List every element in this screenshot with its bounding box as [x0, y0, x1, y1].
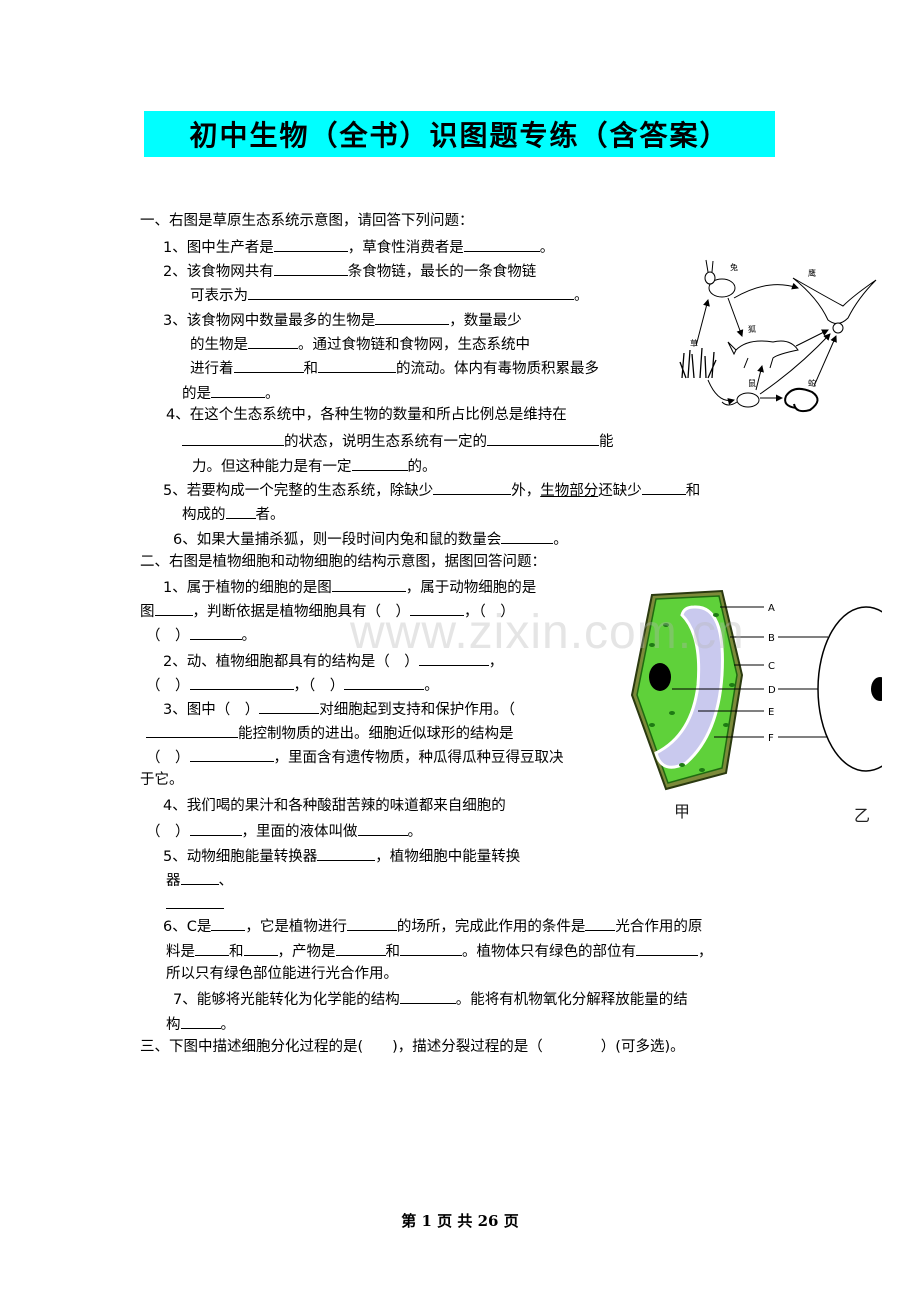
eagle-label: 鹰: [808, 268, 816, 278]
s2-q3-cont2: （ ），里面含有遗传物质，种瓜得瓜种豆得豆取决: [146, 746, 564, 768]
section1-heading: 一、右图是草原生态系统示意图，请回答下列问题：: [140, 213, 474, 229]
s2-q3-cont3: 于它。: [140, 772, 184, 788]
s2-q3: 3、图中（ ）对细胞起到支持和保护作用。（: [163, 698, 515, 720]
s2-q2-cont: （ ），（ ）。: [146, 674, 439, 696]
s1-q3-cont2: 进行着和的流动。体内有毒物质积累最多: [190, 357, 599, 379]
label-C: C: [768, 661, 775, 672]
s2-q1-cont2: （ ）。: [146, 624, 256, 646]
s2-q6-cont2: 所以只有绿色部位能进行光合作用。: [166, 966, 398, 982]
label-A: A: [768, 603, 775, 614]
s2-q7: 7、能够将光能转化为化学能的结构。能将有机物氧化分解释放能量的结: [173, 988, 688, 1010]
snake-icon: [784, 387, 819, 413]
s2-q4-cont: （ ），里面的液体叫做。: [146, 820, 422, 842]
fox-label: 狐: [748, 324, 756, 334]
s1-q3-cont: 的生物是。通过食物链和食物网，生态系统中: [190, 333, 530, 355]
fox-icon: [727, 340, 799, 369]
cell-structure-figure: A B C D E F 甲 乙: [630, 589, 882, 825]
s1-q6: 6、如果大量捕杀狐，则一段时间内兔和鼠的数量会。: [173, 528, 568, 550]
label-E: E: [768, 707, 774, 718]
mouse-label: 鼠: [748, 379, 756, 388]
label-yi: 乙: [854, 806, 870, 825]
section2-heading: 二、右图是植物细胞和动物细胞的结构示意图，据图回答问题：: [140, 554, 546, 570]
s1-q4-cont2: 力。但这种能力是有一定的。: [192, 455, 437, 477]
mouse-icon: [721, 392, 760, 408]
s2-q3-cont: 能控制物质的进出。细胞近似球形的结构是: [146, 722, 514, 744]
s2-q5-cont: 器、: [166, 869, 233, 891]
s1-q3-cont3: 的是。: [182, 382, 280, 404]
plant-nucleus: [649, 663, 671, 691]
label-B: B: [768, 633, 775, 644]
section3-heading: 三、下图中描述细胞分化过程的是( )，描述分裂过程的是（ ）(可多选)。: [140, 1039, 685, 1055]
snake-label: 蛇: [808, 378, 816, 388]
grass-label: 草: [690, 338, 698, 348]
s1-q5-cont: 构成的者。: [182, 503, 285, 525]
label-D: D: [768, 685, 776, 696]
s2-q1-cont: 图，判断依据是植物细胞具有（ ），（ ）: [140, 600, 515, 622]
page-title: 初中生物（全书）识图题专练（含答案）: [189, 119, 730, 152]
s1-q2-cont: 可表示为。: [190, 284, 589, 306]
s2-q4: 4、我们喝的果汁和各种酸甜苦辣的味道都来自细胞的: [163, 798, 506, 814]
page-footer: 第 1 页 共 26 页: [401, 1212, 519, 1230]
s1-q3: 3、该食物网中数量最多的生物是，数量最少: [163, 309, 522, 331]
s2-q5-blank: [166, 893, 224, 915]
rabbit-icon: [704, 259, 736, 298]
label-jia: 甲: [674, 802, 690, 821]
label-F: F: [768, 733, 774, 744]
s2-q2: 2、动、植物细胞都具有的结构是（ ），: [163, 650, 503, 672]
title-banner: 初中生物（全书）识图题专练（含答案）: [144, 111, 775, 157]
eagle-icon: [792, 277, 877, 334]
s2-q1: 1、属于植物的细胞的是图，属于动物细胞的是: [163, 576, 536, 598]
s1-q4: 4、在这个生态系统中，各种生物的数量和所占比例总是维持在: [166, 407, 567, 423]
animal-cell-yi: [817, 606, 882, 772]
food-web-figure: 兔 鹰 狐 草 鼠 蛇: [679, 259, 877, 413]
grass-icon: [679, 347, 717, 379]
s1-q5: 5、若要构成一个完整的生态系统，除缺少外，生物部分还缺少和: [163, 479, 700, 501]
s1-q4-cont: 的状态，说明生态系统有一定的能: [182, 430, 614, 452]
s2-q6-cont: 料是和，产物是和。植物体只有绿色的部位有，: [166, 940, 713, 962]
watermark: www.zixin.com.cn: [350, 606, 745, 659]
s1-q1: 1、图中生产者是，草食性消费者是。: [163, 236, 554, 258]
s2-q7-cont: 构。: [166, 1013, 235, 1035]
s2-q5: 5、动物细胞能量转换器，植物细胞中能量转换: [163, 845, 520, 867]
s2-q6: 6、C是，它是植物进行的场所，完成此作用的条件是光合作用的原: [163, 915, 702, 937]
rabbit-label: 兔: [730, 262, 738, 272]
s1-q2: 2、该食物网共有条食物链，最长的一条食物链: [163, 260, 536, 282]
